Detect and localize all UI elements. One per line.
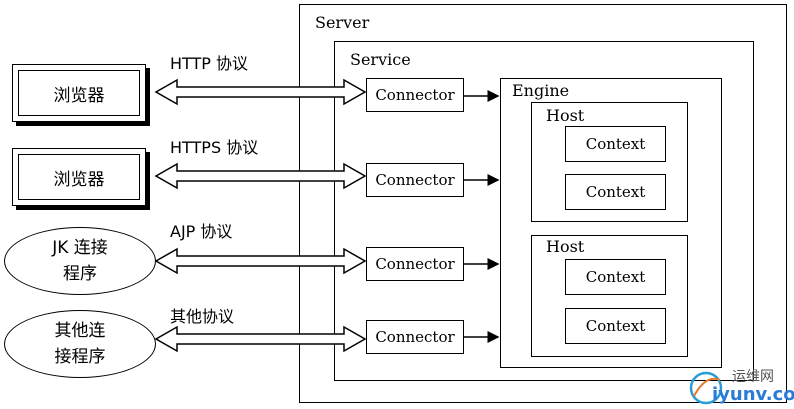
jk-connector-ellipse: JK 连接 程序: [4, 227, 156, 295]
engine-label: Engine: [512, 81, 570, 100]
watermark-url: iyunv.com: [712, 384, 794, 405]
double-arrow-4: [154, 325, 367, 353]
protocol-label-https: HTTPS 协议: [170, 138, 259, 157]
connector-box-3: Connector: [366, 247, 464, 281]
browser-box-1: 浏览器: [12, 64, 146, 122]
connector-box-1: Connector: [366, 78, 464, 112]
browser-box-2: 浏览器: [12, 148, 146, 206]
browser-label-2: 浏览器: [18, 154, 140, 200]
other-connector-ellipse: 其他连 接程序: [4, 310, 156, 378]
browser-label-1: 浏览器: [18, 70, 140, 116]
watermark-title: 运维网: [732, 369, 774, 385]
host-label-2: Host: [546, 237, 585, 256]
connector-box-4: Connector: [366, 320, 464, 354]
protocol-label-http: HTTP 协议: [170, 54, 249, 73]
double-arrow-1: [154, 78, 367, 106]
protocol-label-other: 其他协议: [170, 307, 235, 326]
protocol-label-ajp: AJP 协议: [170, 222, 233, 241]
host-label-1: Host: [546, 106, 585, 125]
context-box-1: Context: [565, 126, 666, 162]
context-box-2: Context: [565, 174, 666, 210]
service-label: Service: [350, 50, 411, 69]
context-box-3: Context: [565, 259, 666, 295]
context-box-4: Context: [565, 308, 666, 344]
double-arrow-2: [154, 162, 367, 190]
server-label: Server: [315, 13, 370, 32]
double-arrow-3: [154, 247, 367, 275]
connector-box-2: Connector: [366, 163, 464, 197]
watermark-logo-icon: [689, 371, 723, 405]
